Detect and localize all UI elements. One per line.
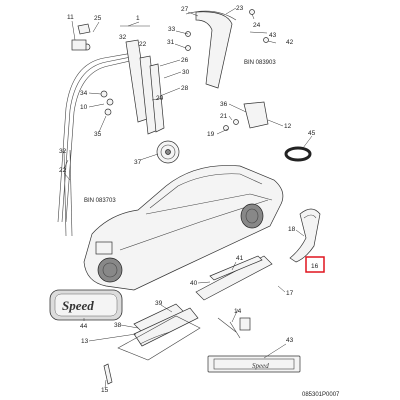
leader-lines [63, 7, 313, 389]
trim-panel-12 [243, 101, 269, 129]
callout-43b: 43 [286, 337, 294, 344]
callout-35: 35 [94, 131, 102, 138]
callout-27: 27 [181, 6, 189, 13]
callout-28: 28 [181, 85, 189, 92]
callout-37: 37 [134, 159, 142, 166]
callout-19: 19 [207, 131, 215, 138]
callout-16-highlight [305, 256, 325, 273]
speed-badge [49, 289, 123, 321]
car-illustration [83, 165, 284, 291]
wheel-cap-37 [156, 140, 180, 164]
bin-label-upper: BIN 083903 [244, 60, 276, 66]
callout-18: 18 [288, 226, 296, 233]
sill-plate-script: Speed [252, 362, 269, 370]
callout-25: 25 [94, 15, 102, 22]
callout-14: 14 [234, 308, 242, 315]
callout-42: 42 [286, 39, 294, 46]
callout-10: 10 [80, 104, 88, 111]
callout-32b: 32 [59, 148, 67, 155]
callout-21: 21 [220, 113, 228, 120]
speed-badge-text: Speed [62, 298, 94, 313]
door-trim-18 [289, 208, 321, 263]
b-pillar-trims [120, 25, 165, 135]
callout-38: 38 [114, 322, 122, 329]
ring-seal-45 [284, 146, 312, 162]
sill-plates [103, 255, 301, 385]
callout-numbers: 11 25 1 27 23 32 22 24 43 42 33 31 26 30… [59, 5, 325, 394]
callout-40: 40 [190, 280, 198, 287]
callout-45: 45 [308, 130, 316, 137]
callout-39: 39 [155, 300, 163, 307]
callout-36: 36 [220, 101, 228, 108]
bin-label-lower: BIN 083703 [84, 198, 116, 204]
callout-12: 12 [284, 123, 292, 130]
callout-16: 16 [311, 263, 319, 270]
callout-34: 34 [80, 90, 88, 97]
callout-43: 43 [269, 32, 277, 39]
rear-quarter-trim [185, 10, 237, 89]
callout-1: 1 [136, 15, 140, 22]
callout-13: 13 [81, 338, 89, 345]
callout-24: 24 [253, 22, 261, 29]
callout-33: 33 [168, 26, 176, 33]
callout-22a: 22 [139, 41, 147, 48]
callout-20: 20 [156, 95, 164, 102]
callout-31: 31 [167, 39, 175, 46]
callout-23: 23 [236, 5, 244, 12]
callout-41: 41 [236, 255, 244, 262]
callout-15: 15 [101, 387, 109, 394]
window-frame-trim [57, 51, 139, 237]
callout-11: 11 [67, 14, 74, 21]
callout-44: 44 [80, 323, 88, 330]
callout-17: 17 [286, 290, 294, 297]
callout-32a: 32 [119, 34, 127, 41]
callout-22b: 22 [59, 167, 67, 174]
callout-30: 30 [182, 69, 190, 76]
figure-id: 085301P0007 [302, 392, 340, 398]
callout-26: 26 [181, 57, 189, 64]
fasteners [71, 9, 269, 131]
